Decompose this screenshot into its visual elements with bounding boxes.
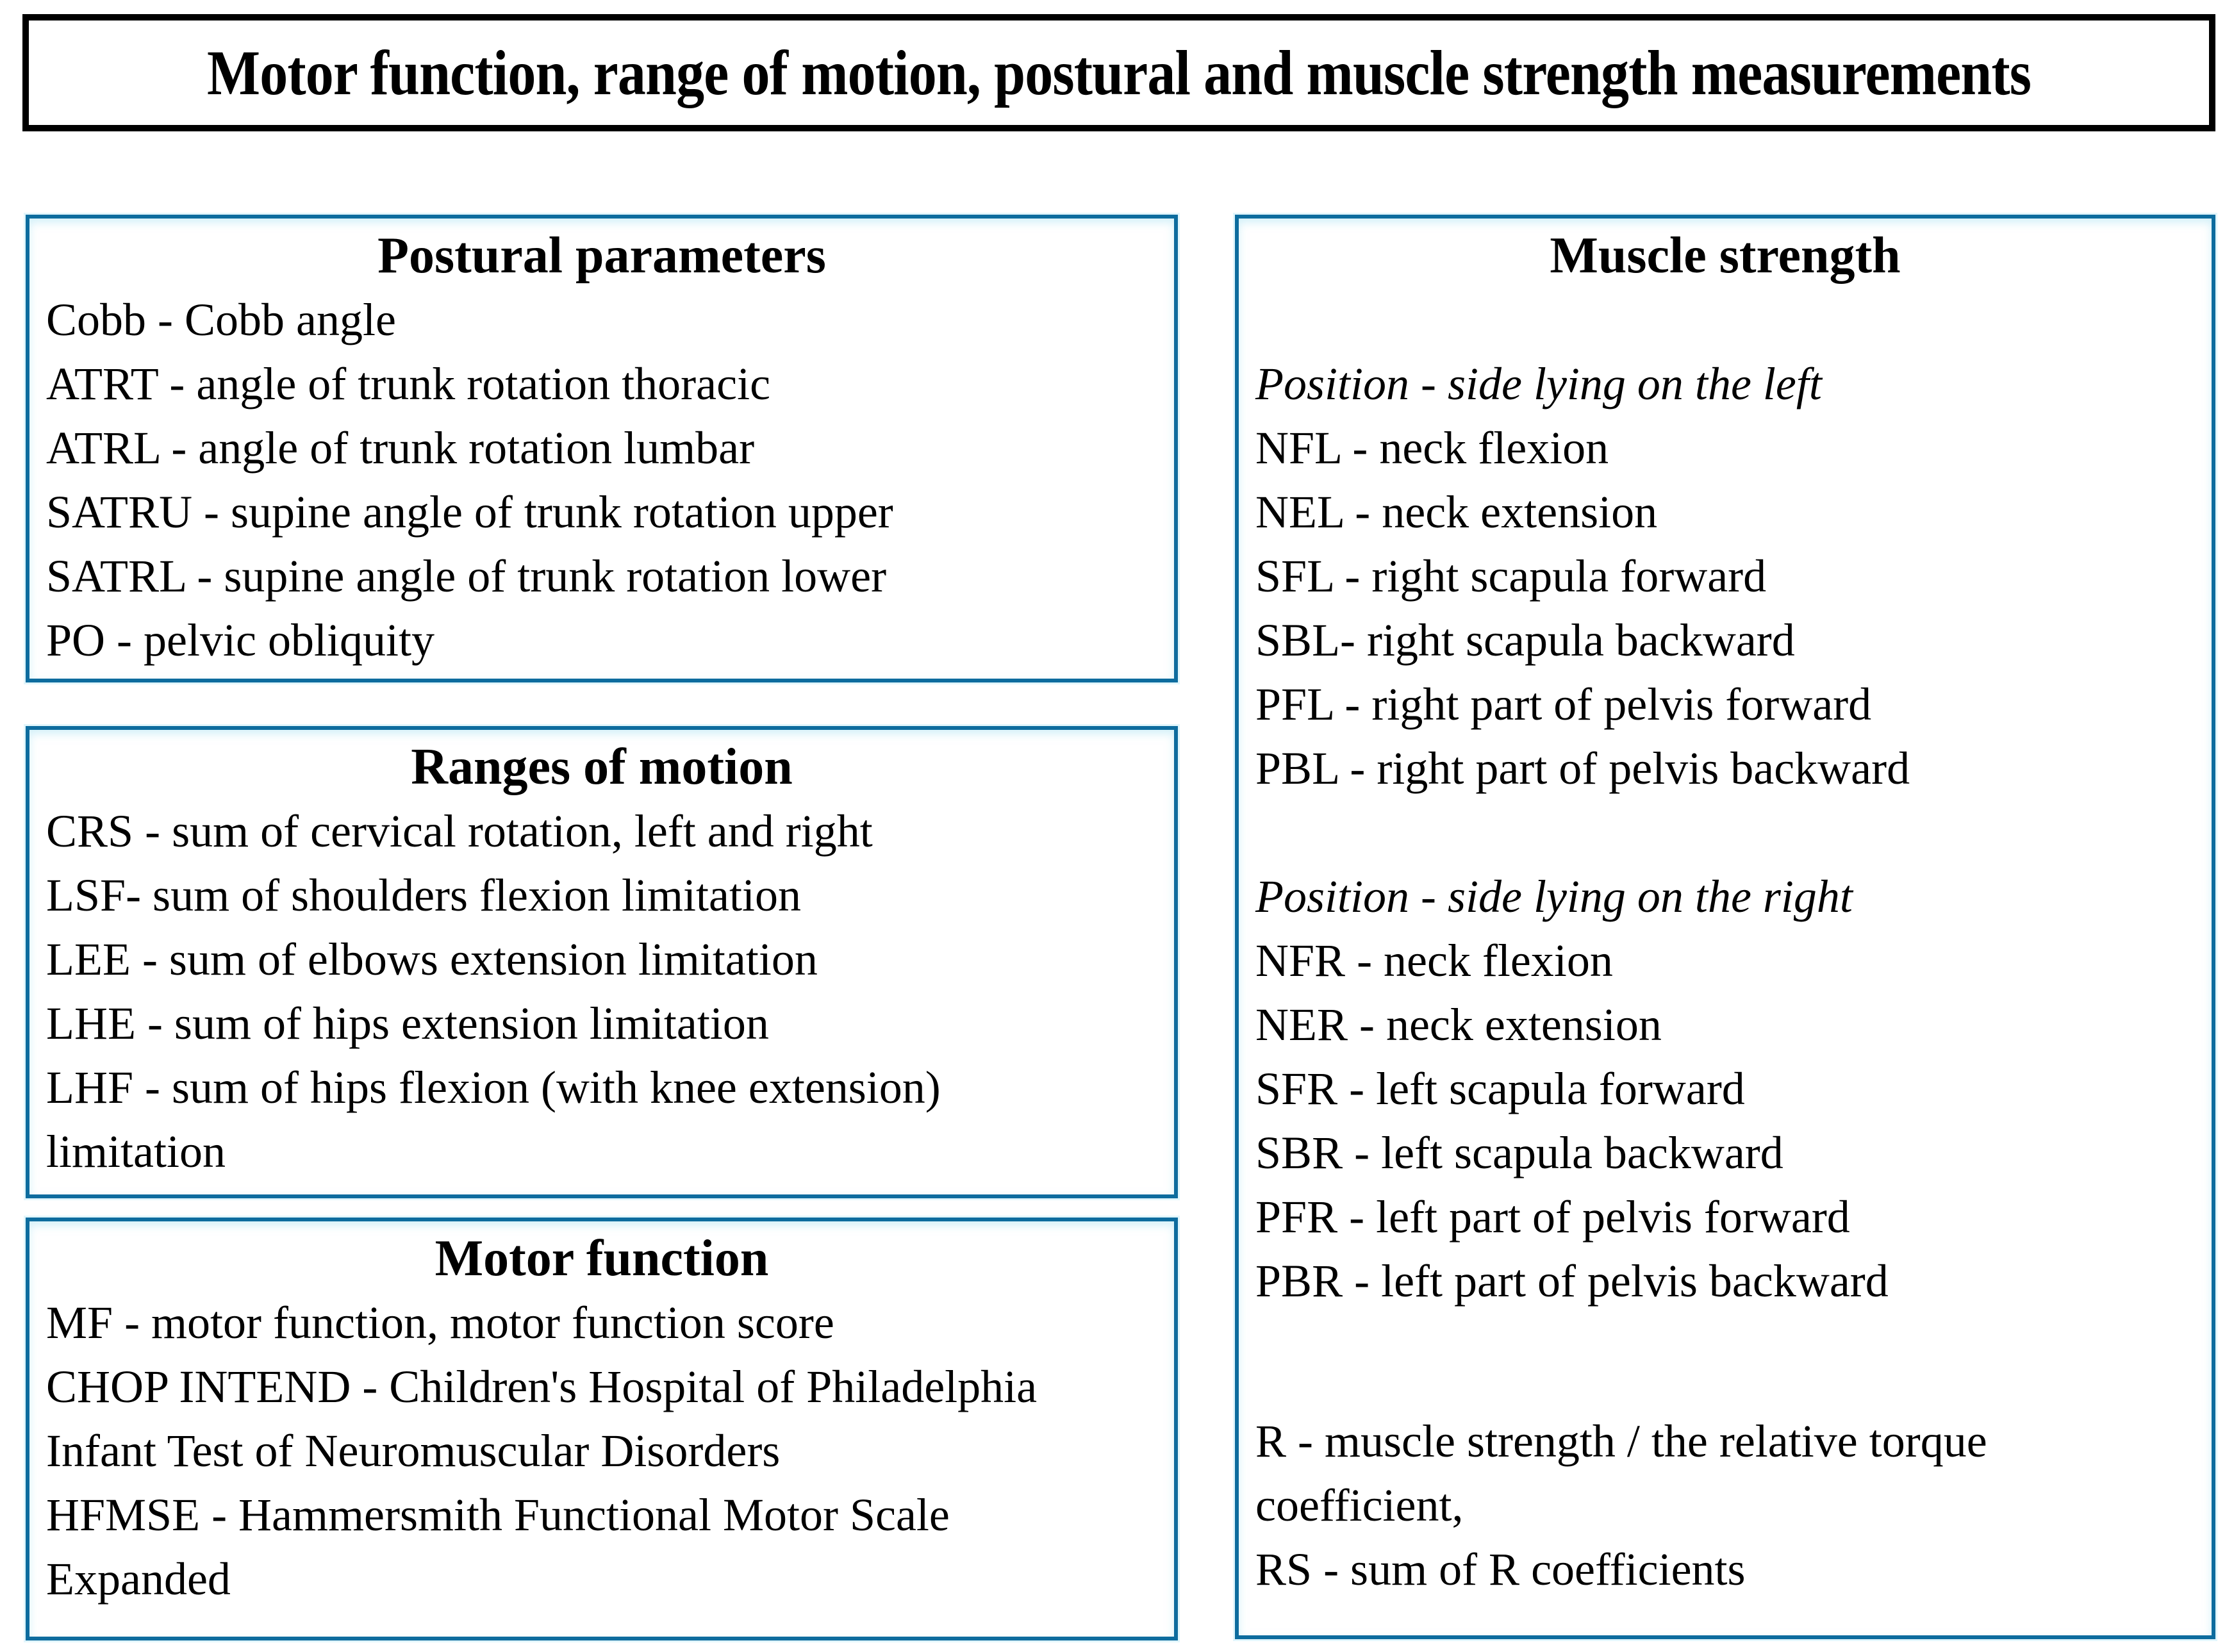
definition-line: HFMSE - Hammersmith Functional Motor Sca… — [46, 1489, 950, 1540]
definition-line: SATRL - supine angle of trunk rotation l… — [46, 550, 887, 602]
panel-motor-function: Motor function MF - motor function, moto… — [26, 1218, 1178, 1640]
position-label-right: Position - side lying on the right — [1255, 871, 1853, 922]
definition-line: PBL - right part of pelvis backward — [1255, 743, 1910, 794]
definition-line: LSF- sum of shoulders flexion limitation — [46, 870, 801, 921]
definition-line-continuation: coefficient, — [1255, 1480, 1464, 1531]
definition-line: LEE - sum of elbows extension limitation — [46, 934, 818, 985]
definition-line: NEL - neck extension — [1255, 486, 1658, 538]
definition-line: ATRL - angle of trunk rotation lumbar — [46, 422, 755, 474]
definition-line: CHOP INTEND - Children's Hospital of Phi… — [46, 1361, 1038, 1412]
definition-line: SFL - right scapula forward — [1255, 550, 1767, 602]
definition-line: ATRT - angle of trunk rotation thoracic — [46, 358, 771, 409]
definition-line: PBR - left part of pelvis backward — [1255, 1255, 1889, 1307]
figure-title: Motor function, range of motion, postura… — [206, 37, 2031, 108]
definition-line: SBL- right scapula backward — [1255, 615, 1795, 666]
definition-line: NFR - neck flexion — [1255, 935, 1613, 986]
ranges-heading: Ranges of motion — [411, 739, 793, 795]
definition-line: RS - sum of R coefficients — [1255, 1544, 1746, 1595]
definition-line: SFR - left scapula forward — [1255, 1063, 1745, 1114]
definition-line: LHE - sum of hips extension limitation — [46, 998, 769, 1049]
muscle-heading: Muscle strength — [1550, 227, 1901, 284]
definition-line: PFL - right part of pelvis forward — [1255, 679, 1872, 730]
motor-heading: Motor function — [434, 1230, 769, 1287]
definition-line: SATRU - supine angle of trunk rotation u… — [46, 486, 893, 538]
position-label-left: Position - side lying on the left — [1255, 358, 1822, 409]
definition-line: PO - pelvic obliquity — [46, 615, 434, 666]
definition-line-continuation: Expanded — [46, 1553, 231, 1605]
definition-line: Cobb - Cobb angle — [46, 294, 396, 345]
panel-ranges-of-motion: Ranges of motion CRS - sum of cervical r… — [26, 726, 1178, 1198]
definition-line: MF - motor function, motor function scor… — [46, 1297, 834, 1348]
definition-line-continuation: limitation — [46, 1126, 226, 1177]
panel-muscle-strength: Muscle strength Position - side lying on… — [1235, 215, 2215, 1639]
definition-line: R - muscle strength / the relative torqu… — [1255, 1416, 1987, 1467]
definition-line: CRS - sum of cervical rotation, left and… — [46, 805, 873, 857]
definition-line-continuation: Infant Test of Neuromuscular Disorders — [46, 1425, 781, 1476]
definition-line: LHF - sum of hips flexion (with knee ext… — [46, 1062, 941, 1113]
panel-postural-parameters: Postural parameters Cobb - Cobb angle AT… — [26, 215, 1178, 682]
definition-line: NER - neck extension — [1255, 999, 1662, 1050]
postural-heading: Postural parameters — [377, 227, 826, 284]
definition-line: NFL - neck flexion — [1255, 422, 1609, 474]
definition-line: SBR - left scapula backward — [1255, 1127, 1783, 1178]
definition-line: PFR - left part of pelvis forward — [1255, 1191, 1850, 1243]
figure-title-box: Motor function, range of motion, postura… — [22, 14, 2215, 131]
